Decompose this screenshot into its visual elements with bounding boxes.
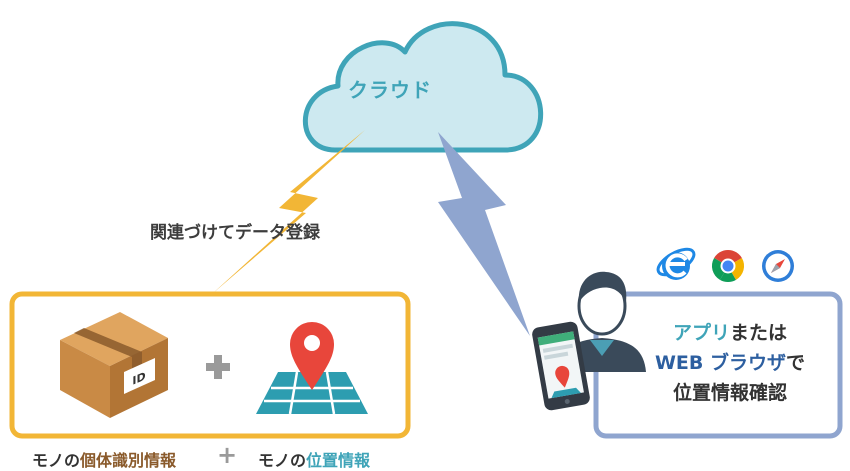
ie-browser-icon <box>656 247 696 280</box>
web-browser-text: WEB ブラウザ <box>654 352 787 374</box>
right-text-line-3: 位置情報確認 <box>672 382 787 404</box>
lightning-bolt-yellow <box>212 130 365 294</box>
bottom-left-part-1: モノの <box>32 451 81 470</box>
bottom-left-part-2: 個体識別情報 <box>80 451 177 470</box>
bottom-right-caption: モノの位置情報 <box>258 447 370 471</box>
app-text: アプリ <box>672 322 730 344</box>
by-text: で <box>786 352 806 374</box>
smartphone-icon <box>532 321 590 411</box>
right-text-line-1: アプリまたは <box>632 318 828 348</box>
right-text-line-2: WEB ブラウザで <box>632 348 828 378</box>
bottom-plus: + <box>217 441 238 469</box>
lightning-bolt-blue <box>438 132 530 336</box>
link-label: 関連づけてデータ登録 <box>150 223 320 243</box>
package-box-icon <box>60 312 168 418</box>
right-box-text: アプリまたは WEB ブラウザで 位置情報確認 <box>632 318 828 408</box>
cloud-icon <box>302 21 544 153</box>
map-pin-icon <box>256 322 368 415</box>
chrome-browser-icon <box>711 249 745 283</box>
cloud-label: クラウド <box>348 78 432 102</box>
bottom-right-part-1: モノの <box>258 451 307 470</box>
bottom-right-part-2: 位置情報 <box>306 451 371 470</box>
plus-icon <box>206 355 230 379</box>
safari-browser-icon <box>762 250 794 282</box>
or-text: または <box>730 322 788 344</box>
bottom-left-caption: モノの個体識別情報 <box>32 447 176 471</box>
